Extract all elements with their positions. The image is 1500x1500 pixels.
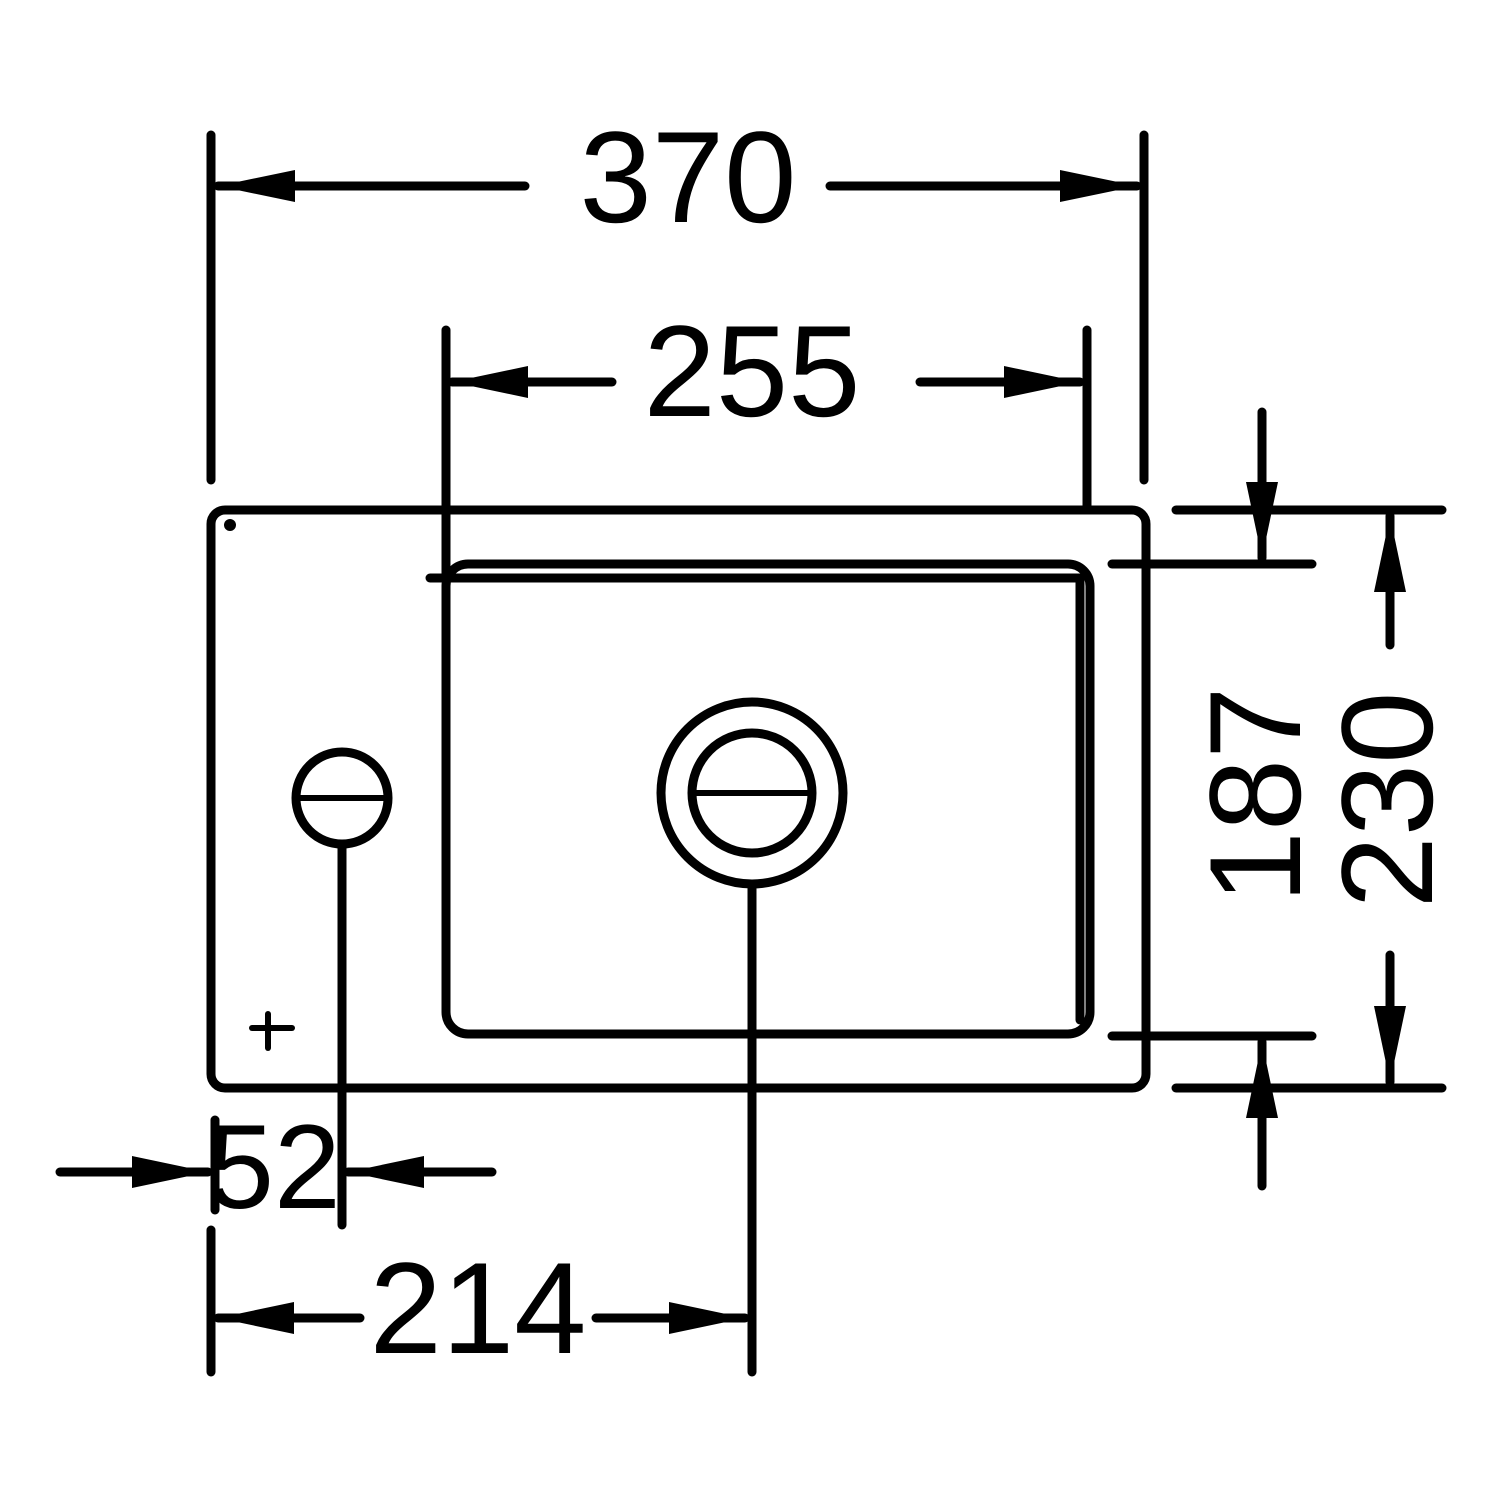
bowl-outline <box>441 559 1095 1039</box>
dim-label-370: 370 <box>580 104 797 250</box>
dim-label-52: 52 <box>207 1100 340 1234</box>
sink-outer-outline <box>206 505 1151 1093</box>
arrow-52-left <box>132 1156 208 1188</box>
corner-mark <box>224 519 236 531</box>
dim-label-187: 187 <box>1182 687 1328 904</box>
arrow-52-right <box>348 1156 424 1188</box>
arrow-214-left <box>218 1302 294 1334</box>
dim-label-214: 214 <box>370 1235 587 1381</box>
arrow-370-left <box>218 170 295 202</box>
arrow-255-right <box>1004 366 1080 398</box>
arrow-255-left <box>452 366 528 398</box>
arrow-187-bottom <box>1246 1042 1278 1118</box>
arrow-230-top <box>1374 516 1406 592</box>
arrow-214-right <box>669 1302 745 1334</box>
arrow-187-top <box>1246 482 1278 558</box>
arrow-230-bottom <box>1374 1006 1406 1082</box>
dim-label-255: 255 <box>644 298 861 444</box>
arrow-370-right <box>1060 170 1137 202</box>
mounting-cross-icon <box>249 1011 295 1051</box>
dim-label-230: 230 <box>1314 692 1460 909</box>
